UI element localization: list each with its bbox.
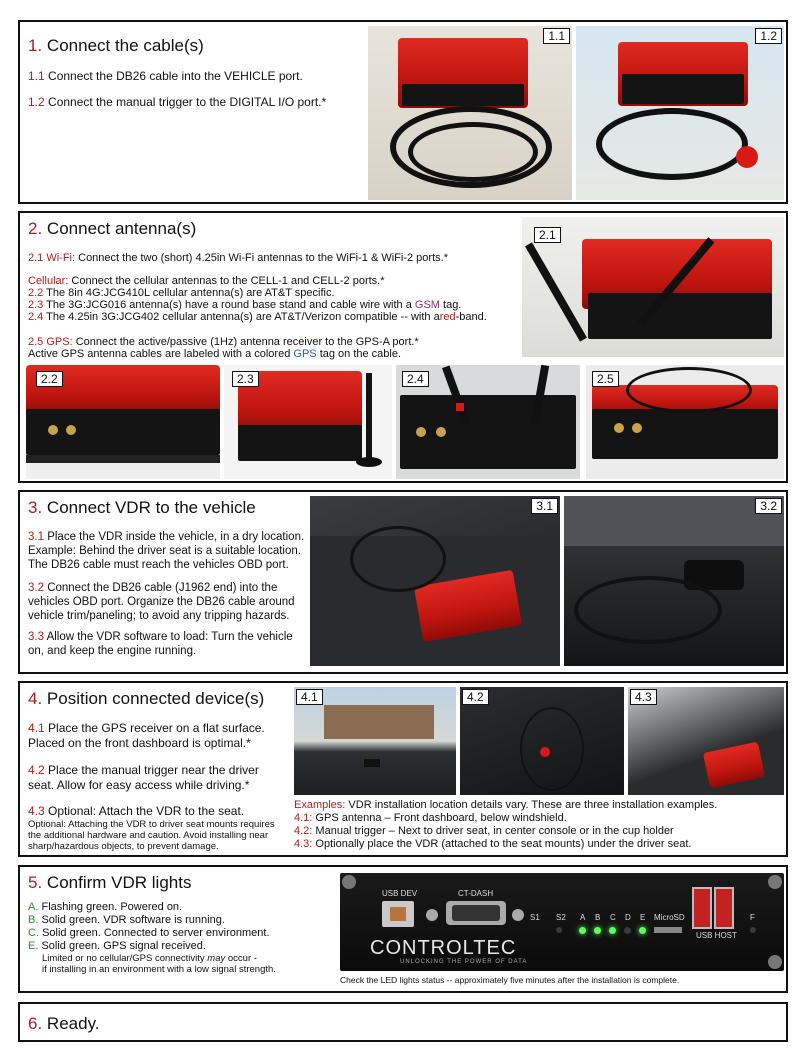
photo-db26-cable: 1.1: [368, 26, 572, 200]
led-c: [609, 927, 616, 934]
led-a: [579, 927, 586, 934]
section-position-devices: 4. Position connected device(s) 4.1 Plac…: [18, 681, 788, 857]
photo-tag: 1.2: [755, 28, 782, 44]
installation-examples: Examples: VDR installation location deta…: [294, 799, 718, 850]
section-title: 5. Confirm VDR lights: [28, 873, 192, 892]
photo-obd-port: 3.2: [564, 496, 784, 666]
led-b: [594, 927, 601, 934]
usb-host-port-1: [692, 887, 712, 929]
usb-host-port-2: [714, 887, 734, 929]
section-connect-cables: 1. Connect the cable(s) 1.1 Connect the …: [18, 20, 788, 204]
usb-dev-label: USB DEV: [382, 889, 418, 898]
photo-led-panel: USB DEV CT-DASH S1 S2 A B C D E MicroSD …: [340, 873, 784, 971]
step-2-4: 2.4 The 4.25in 3G:JCG402 cellular antenn…: [28, 311, 487, 323]
section-connect-antennas: 2. Connect antenna(s) 2.1 Wi-Fi: Connect…: [18, 211, 788, 483]
photo-cell-antenna-gsm: 2.3: [224, 365, 392, 479]
step-2-3: 2.3 The 3G:JCG016 antenna(s) have a roun…: [28, 299, 462, 311]
ct-dash-port: [446, 901, 506, 925]
step-2-2: 2.2 The 8in 4G:JCG410L cellular antenna(…: [28, 287, 335, 299]
photo-tag: 3.2: [755, 498, 782, 514]
led-f: [750, 927, 756, 933]
cellular-instruction: Cellular: Connect the cellular antennas …: [28, 275, 385, 287]
photo-wifi-antennas: 2.1: [522, 217, 784, 357]
photo-trigger-console: 4.2: [460, 687, 624, 795]
step-3-1: 3.1 Place the VDR inside the vehicle, in…: [28, 531, 305, 571]
usb-dev-port: [382, 901, 414, 927]
section-title: 1. Connect the cable(s): [28, 36, 204, 55]
wifi-instruction: 2.1 Wi-Fi: Connect the two (short) 4.25i…: [28, 252, 448, 264]
step-1-1: 1.1 Connect the DB26 cable into the VEHI…: [28, 69, 303, 83]
photo-vdr-under-seat: 4.3: [628, 687, 784, 795]
controltec-tagline: UNLOCKING THE POWER OF DATA: [400, 959, 528, 965]
step-3-3: 3.3 Allow the VDR software to load: Turn…: [28, 631, 293, 657]
ct-dash-label: CT-DASH: [458, 889, 494, 898]
gps-cable-note: Active GPS antenna cables are labeled wi…: [28, 348, 402, 360]
photo-cell-antenna-8in: 2.2: [26, 365, 220, 479]
gps-instruction: 2.5 GPS: Connect the active/passive (1Hz…: [28, 336, 419, 348]
photo-vdr-in-vehicle: 3.1: [310, 496, 560, 666]
photo-gps-dashboard: 4.1: [294, 687, 456, 795]
step-3-2: 3.2 Connect the DB26 cable (J1962 end) i…: [28, 582, 295, 622]
photo-tag: 2.2: [36, 371, 63, 387]
section-connect-vdr: 3. Connect VDR to the vehicle 3.1 Place …: [18, 490, 788, 674]
led-legend: A. Flashing green. Powered on. B. Solid …: [28, 901, 276, 975]
photo-tag: 3.1: [531, 498, 558, 514]
step-4-1: 4.1 Place the GPS receiver on a flat sur…: [28, 721, 265, 750]
photo-tag: 4.3: [630, 689, 657, 705]
photo-tag: 2.4: [402, 371, 429, 387]
photo-tag: 2.1: [534, 227, 561, 243]
photo-tag: 4.2: [462, 689, 489, 705]
step-4-3: 4.3 Optional: Attach the VDR to the seat…: [28, 804, 275, 852]
photo-tag: 1.1: [543, 28, 570, 44]
step-4-2: 4.2 Place the manual trigger near the dr…: [28, 763, 259, 792]
led-d: [624, 927, 631, 934]
step-1-2: 1.2 Connect the manual trigger to the DI…: [28, 95, 327, 109]
controltec-logo: CONTROLTEC: [370, 937, 517, 959]
photo-tag: 2.5: [592, 371, 619, 387]
photo-manual-trigger: 1.2: [576, 26, 784, 200]
section-title: 6. Ready.: [28, 1014, 100, 1033]
led-e: [639, 927, 646, 934]
section-ready: 6. Ready.: [18, 1002, 788, 1042]
photo-tag: 4.1: [296, 689, 323, 705]
microsd-slot: [654, 927, 682, 933]
section-title: 4. Position connected device(s): [28, 689, 265, 708]
photo-gps-antenna: 2.5: [586, 365, 784, 479]
section-title: 2. Connect antenna(s): [28, 219, 197, 238]
led-s2: [556, 927, 562, 933]
photo-cell-antenna-red-band: 2.4: [396, 365, 580, 479]
section-title: 3. Connect VDR to the vehicle: [28, 498, 256, 517]
led-caption: Check the LED lights status -- approxima…: [340, 975, 680, 985]
section-confirm-lights: 5. Confirm VDR lights A. Flashing green.…: [18, 865, 788, 993]
photo-tag: 2.3: [232, 371, 259, 387]
